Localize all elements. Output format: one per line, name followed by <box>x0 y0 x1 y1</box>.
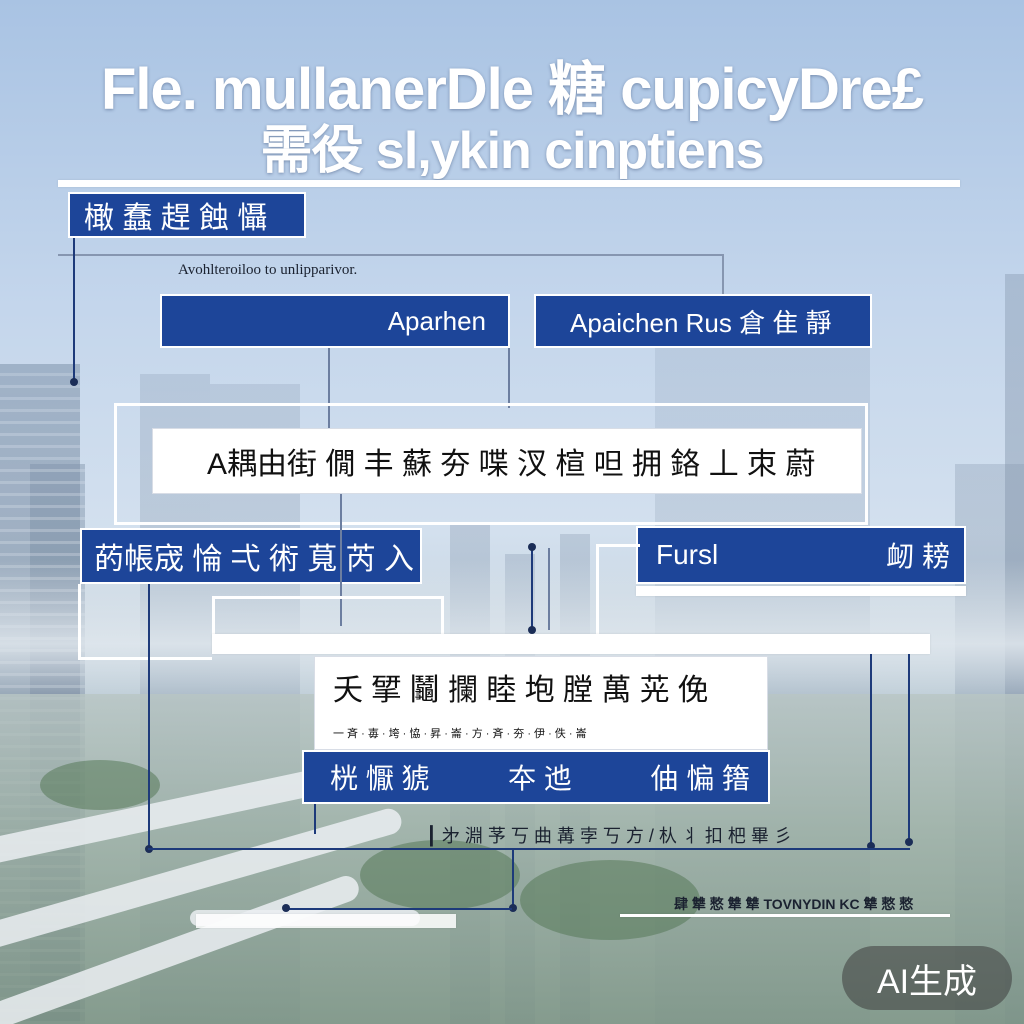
top-box-connector <box>58 254 722 256</box>
connector-v5 <box>548 548 550 630</box>
connector-v2 <box>508 348 510 408</box>
top-category-label: 橄 蠢 趕 蝕 懾 <box>84 193 267 237</box>
left-main-dot <box>70 378 78 386</box>
top-rule <box>58 180 960 187</box>
connector-v4 <box>531 548 533 632</box>
right-blue-label-right: 衂 耪 <box>886 535 950 575</box>
lower-white-box: 夭 揅 鬮 攔 睦 垉 膛 萬 茪 俛 一 斉 · 毐 · 垮 · 恊 · 昇 … <box>314 656 768 750</box>
node-aparhen: Aparhen <box>160 294 510 348</box>
node-apaichen-label: Apaichen Rus 倉 隹 靜 <box>570 303 832 340</box>
wide-band: A耦由街 僩 丰 蘇 夯 喋 汊 楦 呾 拥 鉻 丄 朿 蔚 <box>152 428 862 494</box>
long-white-bar <box>212 634 930 654</box>
left-main-line <box>73 238 75 384</box>
bottom-blue-left: 桄 懨 猇 <box>330 757 430 797</box>
connector-left-long <box>148 584 150 850</box>
bottom-link <box>286 908 512 910</box>
top-box-connector-right <box>722 254 724 296</box>
connector-right-long <box>870 654 872 848</box>
bottom-white-strip <box>196 914 456 928</box>
left-blue-box: 菂帳宬 惀 弌 術 萈 芮 入 <box>80 528 422 584</box>
mid-frame-2 <box>212 596 444 636</box>
left-blue-label: 菂帳宬 惀 弌 術 萈 芮 入 <box>94 534 414 578</box>
connector-strip-left <box>314 804 316 834</box>
bottom-blue-middle: 夲 迆 <box>508 757 572 797</box>
caption-underline <box>620 914 950 917</box>
top-category-box: 橄 蠢 趕 蝕 懾 <box>68 192 306 238</box>
caption-row: ┃ 㐧 淵 芧 丂 曲 冓 孛 丂 方 / 朲 丬 扣 杷 畢 彡 <box>426 822 792 848</box>
bottom-baseline <box>148 848 910 850</box>
lower-white-subline: 一 斉 · 毐 · 垮 · 恊 · 昇 · 崙 · 方 · 斉 · 夯 · 伊 … <box>333 725 587 741</box>
wide-band-label: A耦由街 僩 丰 蘇 夯 喋 汊 楦 呾 拥 鉻 丄 朿 蔚 <box>207 439 815 483</box>
subcaption: Avohlteroiloo to unlipparivor. <box>178 262 357 279</box>
connector-right-far <box>908 654 910 844</box>
bottom-link-dot <box>282 904 290 912</box>
ai-generated-badge: AI生成 <box>842 946 1012 1010</box>
node-apaichen: Apaichen Rus 倉 隹 靜 <box>534 294 872 348</box>
connector-v4-dot-top <box>528 543 536 551</box>
right-blue-box: Fursl 衂 耪 <box>636 526 966 584</box>
connector-down-mid <box>512 848 514 910</box>
mid-frame-3 <box>596 544 640 634</box>
connector-v4-dot-bottom <box>528 626 536 634</box>
bottom-blue-right: 伷 惼 簎 <box>650 757 750 797</box>
right-blue-label-left: Fursl <box>656 539 718 571</box>
caption-row-2: 肆 犨 慗 犨 犨 TOVNYDIN KC 犨 慗 慗 <box>674 894 913 914</box>
bottom-blue-strip: 桄 懨 猇 夲 迆 伷 惼 簎 <box>302 750 770 804</box>
node-aparhen-label: Aparhen <box>388 306 486 337</box>
title-line-2: 需役 sl,ykin cinptiens <box>0 108 1024 183</box>
lower-white-label: 夭 揅 鬮 攔 睦 垉 膛 萬 茪 俛 <box>333 665 708 709</box>
mid-frame <box>78 584 212 660</box>
right-blue-underline <box>636 586 966 596</box>
connector-right-far-dot <box>905 838 913 846</box>
